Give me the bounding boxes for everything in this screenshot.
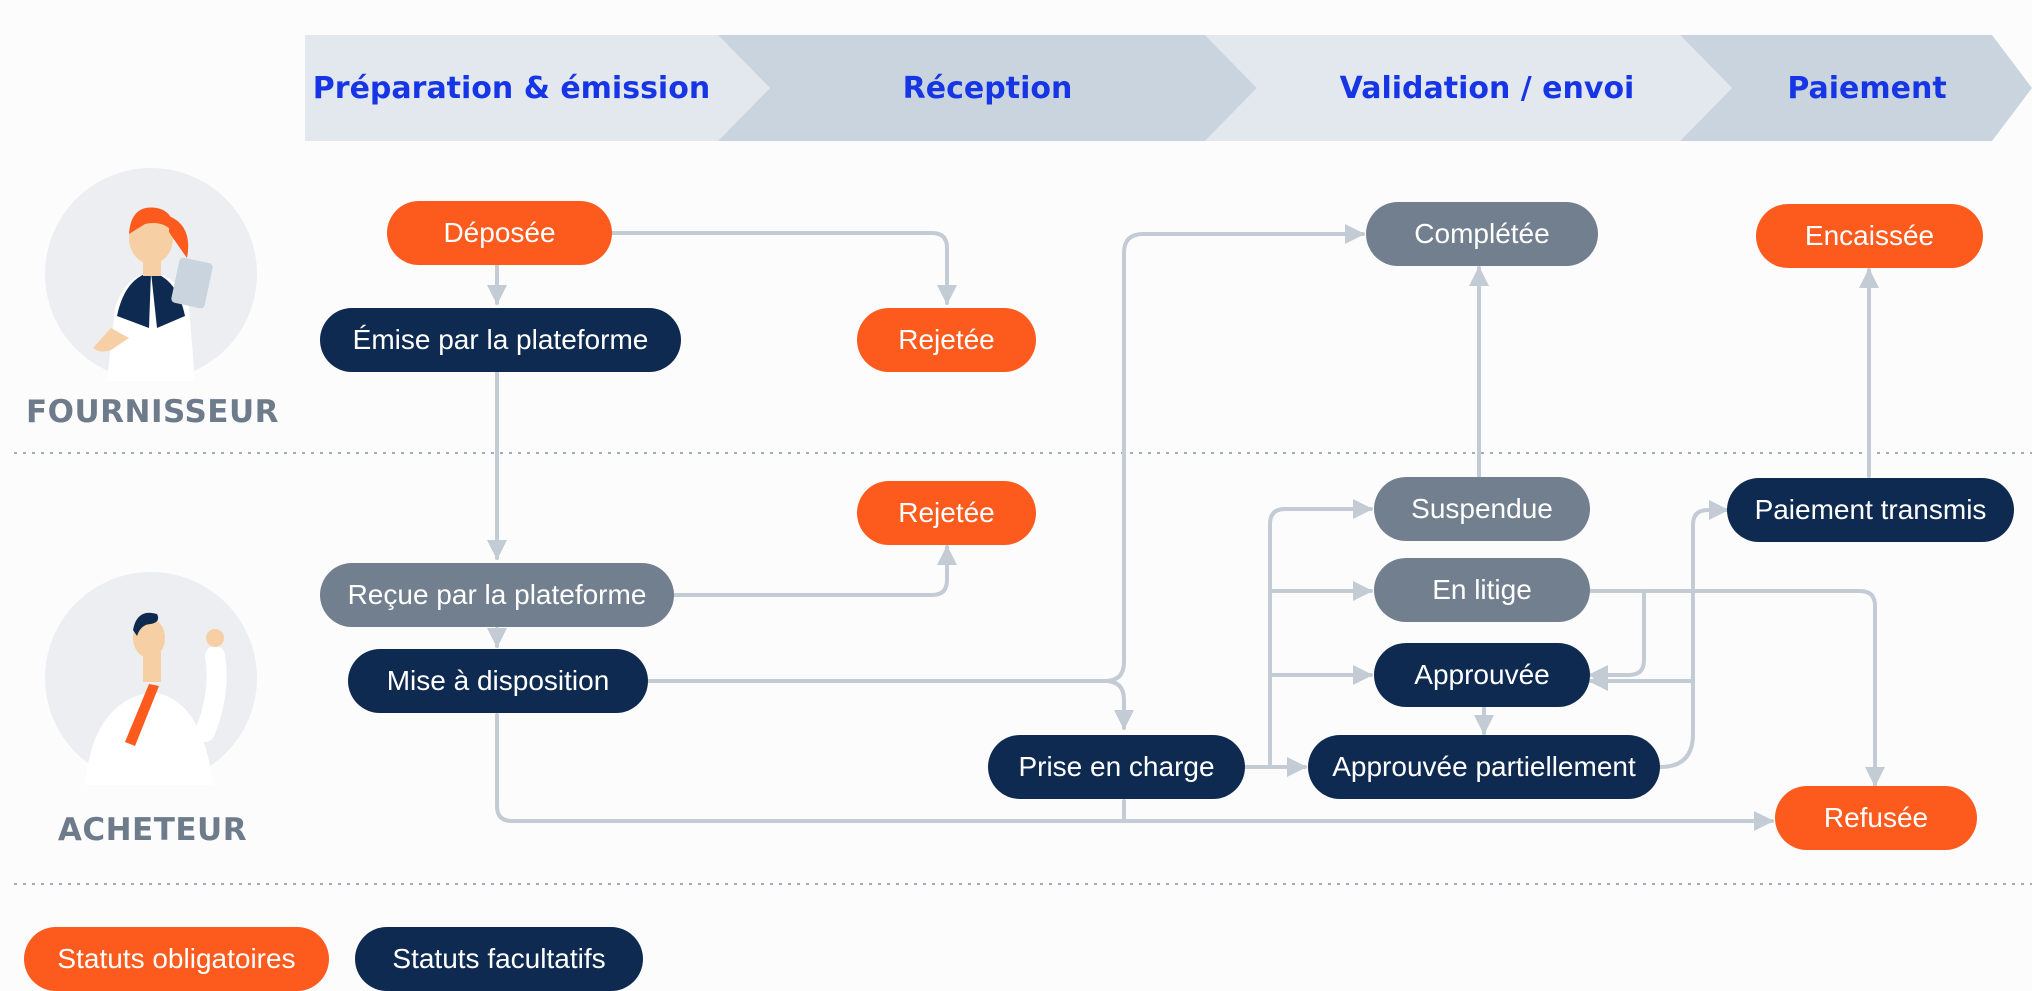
lane-label-buyer: ACHETEUR [57,812,248,848]
status-rejetee-supplier: Rejetée [857,308,1036,372]
phase-chevron-3 [1205,35,1732,141]
status-mise-a-disposition: Mise à disposition [348,649,648,713]
buyer-avatar-icon [45,572,257,785]
lane-label-supplier: FOURNISSEUR [25,394,280,430]
status-approuvee: Approuvée [1374,643,1590,707]
arrow-litige-refusee [1642,589,1885,787]
arrow-mise-completee [646,224,1365,683]
status-deposee: Déposée [387,201,612,265]
arrow-prise-suspendue [1268,499,1373,769]
phase-paiement: Paiement [1787,70,1947,106]
status-refusee: Refusée [1775,786,1977,850]
phase-preparation: Préparation & émission [312,70,711,106]
arrow-partielle-paiement [1658,500,1729,769]
arrow-recue-rejetee [672,545,957,597]
status-approuvee-partiellement: Approuvée partiellement [1308,735,1660,799]
status-rejetee-buyer: Rejetée [857,481,1036,545]
arrow-mise-refusee [495,713,1774,831]
status-suspendue: Suspendue [1374,477,1590,541]
legend-mandatory: Statuts obligatoires [24,927,329,991]
status-recue-plateforme: Reçue par la plateforme [320,563,674,627]
phase-validation: Validation / envoi [1339,70,1635,106]
status-completee: Complétée [1366,202,1598,266]
status-prise-en-charge: Prise en charge [988,735,1245,799]
status-encaissee: Encaissée [1756,204,1983,268]
phase-chevron-2 [718,35,1257,141]
arrow-deposee-rejetee [610,231,957,305]
status-en-litige: En litige [1374,558,1590,622]
arrow-mise-prise [1103,679,1134,730]
status-paiement-transmis: Paiement transmis [1727,478,2014,542]
phase-reception: Réception [902,70,1073,106]
supplier-avatar-icon [45,168,257,381]
status-emise-plateforme: Émise par la plateforme [320,308,681,372]
phase-chevron-1 [305,35,770,141]
phase-chevron-4 [1680,35,2032,141]
arrow-litige-approuvee [1588,589,1646,685]
legend-optional: Statuts facultatifs [355,927,643,991]
